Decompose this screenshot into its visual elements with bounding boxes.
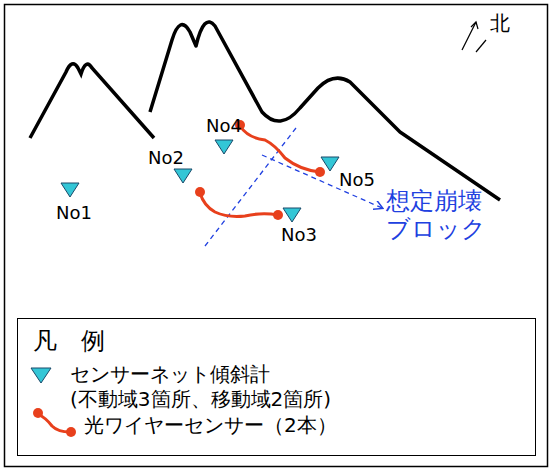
collapse-block-label: 想定崩壊 ブロック [386,188,490,243]
legend-box [18,319,536,456]
wire-end-dot [33,408,43,418]
inclinometer-symbol [174,169,192,183]
optical-wire-sensor [200,193,278,217]
inclinometer-symbol [283,208,301,222]
legend-text: 光ワイヤーセンサー（2本） [84,413,504,438]
north-label: 北 [490,12,510,35]
legend-inclinometer-sample [31,368,51,383]
inclinometer-symbol [321,157,339,171]
wire-end-dot [195,187,205,197]
inclinometers [61,140,339,222]
sensor-number: No2 [148,148,184,169]
sensor-number: No1 [56,203,92,224]
north-crossbar [476,40,486,52]
wire-end-dot [66,427,76,437]
ridge-line [30,64,154,138]
collapse-direction-arrow [262,155,382,208]
optical-wire-sensor [240,126,320,172]
wire-end-dot [273,210,283,220]
sensor-number: No5 [339,170,375,191]
inclinometer-symbol [215,140,233,154]
legend-heading: 凡 例 [33,328,105,356]
sensor-number: No4 [206,116,242,137]
north-arrow [462,22,476,50]
ridge-line [150,22,500,200]
sensor-number: No3 [281,225,317,246]
legend-wire-sample [38,414,70,432]
outer-frame [5,5,548,467]
legend-text: センサーネット傾斜計 (不動域3箇所、移動域2箇所) [70,362,370,412]
north-arrowhead [471,22,478,29]
wire-end-dot [315,167,325,177]
inclinometer-symbol [61,183,79,197]
